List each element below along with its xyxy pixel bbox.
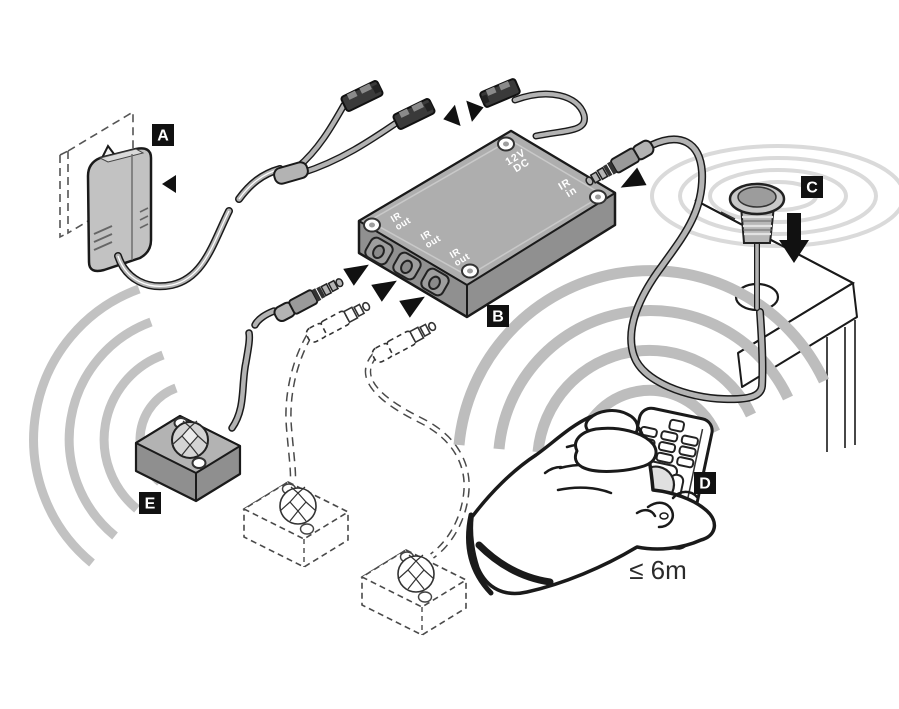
hub-label-ir-in: IR in — [556, 174, 581, 201]
ir-out-socket-3 — [420, 267, 450, 297]
receiver-cable — [627, 135, 767, 404]
callout-labels: A B C D E ≤ 6m — [139, 124, 823, 585]
ir-emitter — [134, 414, 242, 503]
label-b — [487, 305, 509, 327]
insert-arrow-icon — [779, 213, 809, 263]
emitter-dome-icon — [171, 420, 209, 459]
ir-in-arrow-icon — [620, 167, 647, 188]
emitter-signal-arcs — [29, 284, 178, 567]
power-adapter — [86, 144, 153, 273]
hand — [466, 409, 717, 596]
ghost-emitter-1 — [243, 481, 349, 568]
socket-arrow-icon — [399, 296, 425, 318]
cable-splitter-sleeve — [273, 161, 309, 185]
power-connector-1-icon — [340, 80, 384, 112]
label-e — [139, 492, 161, 514]
dashed-jack-2-icon — [305, 301, 371, 343]
label-a — [152, 124, 174, 146]
connect-arrows-icon — [443, 100, 484, 126]
thumb — [573, 426, 658, 473]
svg-text:E: E — [145, 496, 156, 513]
svg-text:A: A — [157, 128, 169, 145]
hub-screw-icon — [589, 189, 607, 205]
ir-out-socket-2 — [392, 251, 422, 281]
table-leg — [826, 320, 856, 452]
power-adapter-vents-icon — [93, 207, 149, 251]
ghost-emitter-2 — [361, 549, 467, 636]
socket-arrow-icon — [343, 264, 369, 286]
svg-text:C: C — [806, 180, 818, 197]
dashed-cable-3 — [364, 352, 470, 559]
distance-note: ≤ 6m — [629, 555, 687, 585]
power-cable — [114, 80, 436, 291]
sleeve-cuff — [475, 541, 554, 586]
receiver-signal-rings — [650, 144, 899, 248]
ir-out-socket-1 — [364, 236, 394, 266]
socket-arrow-icon — [371, 280, 397, 302]
power-connector-2-icon — [392, 98, 436, 130]
remote-power-button — [668, 418, 686, 433]
dashed-jack-3-icon — [371, 321, 437, 363]
emitter-cable — [228, 307, 278, 432]
hub-screw-icon — [363, 217, 381, 233]
label-d — [694, 472, 716, 494]
receiver-jack-icon — [585, 139, 655, 186]
hub-power-connector-icon — [479, 78, 588, 140]
ir-hub: 12V DC IR in IR out IR out IR out — [357, 129, 617, 319]
adapter-arrow-icon — [162, 175, 176, 193]
ir-receiver — [720, 182, 786, 244]
jack-plug-icon — [273, 278, 344, 323]
pinky-curl — [635, 490, 699, 529]
hub-screw-icon — [497, 136, 515, 152]
svg-text:B: B — [492, 309, 504, 326]
svg-text:D: D — [699, 476, 711, 493]
label-c — [801, 176, 823, 198]
hub-screw-icon — [461, 263, 479, 279]
dashed-cable-2 — [285, 334, 312, 478]
